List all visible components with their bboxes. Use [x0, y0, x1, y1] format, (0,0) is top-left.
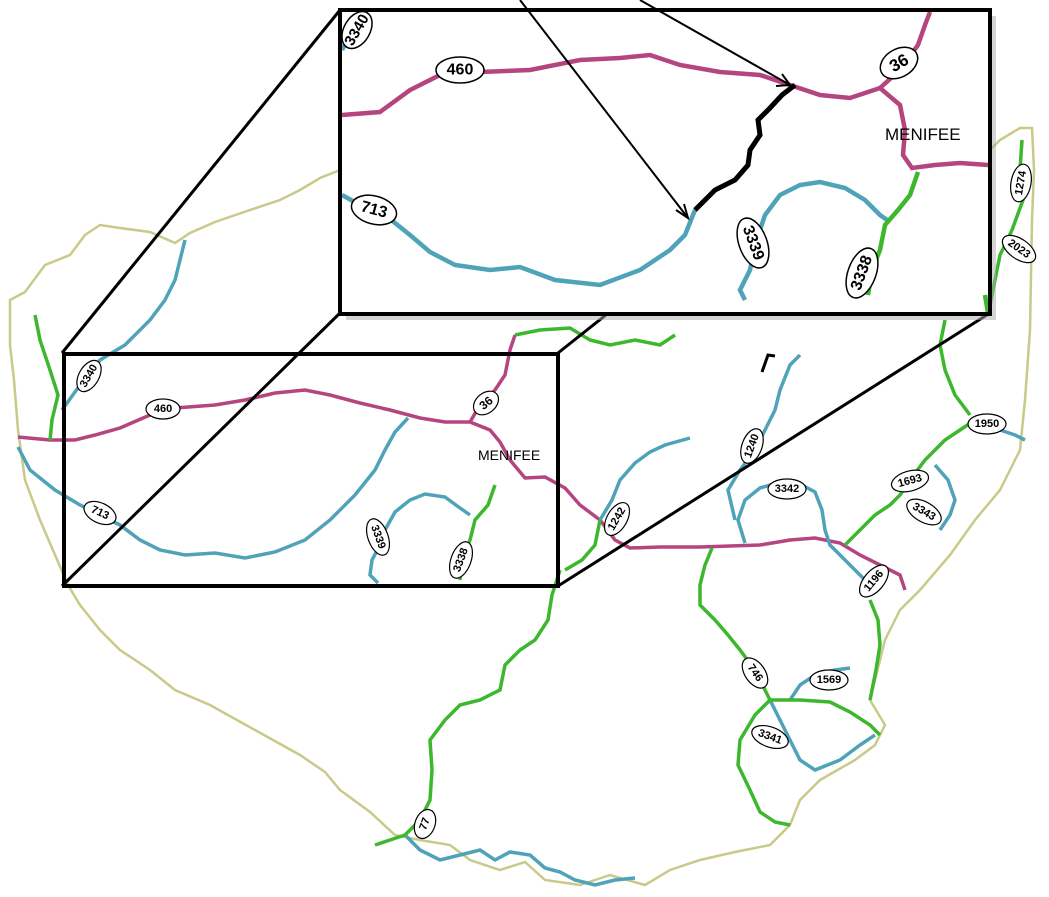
route-west-green — [33, 314, 60, 441]
route-3339 — [368, 492, 472, 585]
shield-3342: 3342 — [767, 478, 807, 500]
inset-shield-460: 460 — [435, 56, 485, 84]
shield-1693: 1693 — [890, 469, 930, 493]
inset-place-label: MENIFEE — [885, 125, 961, 144]
inset-frame — [338, 8, 992, 316]
route-1242 — [598, 436, 691, 521]
route-south-loop — [403, 833, 636, 887]
inset-shield-3338: 3338 — [845, 247, 879, 299]
inset-route-edge-green — [982, 294, 991, 314]
svg-text:1274: 1274 — [1013, 169, 1029, 196]
shield-3343: 3343 — [906, 498, 942, 526]
inset-shield-713: 713 — [350, 194, 398, 226]
svg-text:1950: 1950 — [975, 418, 999, 430]
route-3343 — [933, 463, 957, 531]
shield-460: 460 — [145, 398, 181, 420]
shield-1242: 1242 — [603, 502, 631, 536]
route-north-green — [514, 326, 676, 347]
shield-2023: 2023 — [1001, 234, 1037, 264]
shield-3340: 3340 — [76, 359, 102, 393]
zoom-source-frame — [62, 352, 560, 588]
svg-text:460: 460 — [447, 62, 474, 79]
shield-1196: 1196 — [858, 564, 890, 598]
small-mark — [760, 353, 776, 373]
shield-1240: 1240 — [740, 428, 764, 464]
inset-shield-3339: 3339 — [736, 217, 770, 269]
route-1950-green — [938, 319, 972, 417]
route-713 — [16, 416, 410, 560]
route-3341 — [768, 699, 876, 772]
county-border — [8, 126, 1036, 887]
svg-text:1569: 1569 — [817, 674, 841, 686]
route-1950-east — [999, 428, 1026, 442]
inset-shields: 3340 460 36 713 3339 3338 — [341, 10, 919, 299]
shield-1274: 1274 — [1010, 163, 1032, 203]
route-1569-green — [770, 698, 882, 737]
route-3342 — [736, 480, 872, 587]
svg-text:460: 460 — [154, 403, 172, 415]
inset-shield-36: 36 — [879, 46, 919, 80]
inset-route-3339 — [737, 179, 892, 302]
svg-text:713: 713 — [359, 198, 389, 221]
place-label: MENIFEE — [478, 447, 540, 463]
shield-3339: 3339 — [365, 518, 391, 556]
route-460 — [17, 388, 907, 591]
shield-746: 746 — [741, 657, 769, 689]
shield-1950: 1950 — [967, 413, 1007, 435]
svg-text:77: 77 — [417, 816, 432, 832]
inset-arrows — [519, 0, 792, 221]
shield-77: 77 — [413, 808, 437, 840]
route-77 — [374, 569, 562, 847]
inset-shield-3340: 3340 — [341, 10, 373, 50]
svg-text:3342: 3342 — [775, 483, 799, 495]
route-3341-green — [736, 698, 791, 827]
inset-highlight-segment — [693, 83, 797, 212]
shield-3338: 3338 — [448, 541, 474, 579]
shield-1569: 1569 — [809, 669, 849, 691]
shield-713: 713 — [83, 500, 117, 526]
route-1196-green — [868, 599, 882, 701]
route-1240 — [726, 353, 802, 521]
route-1242-green — [564, 519, 602, 572]
shield-36: 36 — [472, 390, 500, 416]
shield-3341: 3341 — [751, 724, 789, 750]
